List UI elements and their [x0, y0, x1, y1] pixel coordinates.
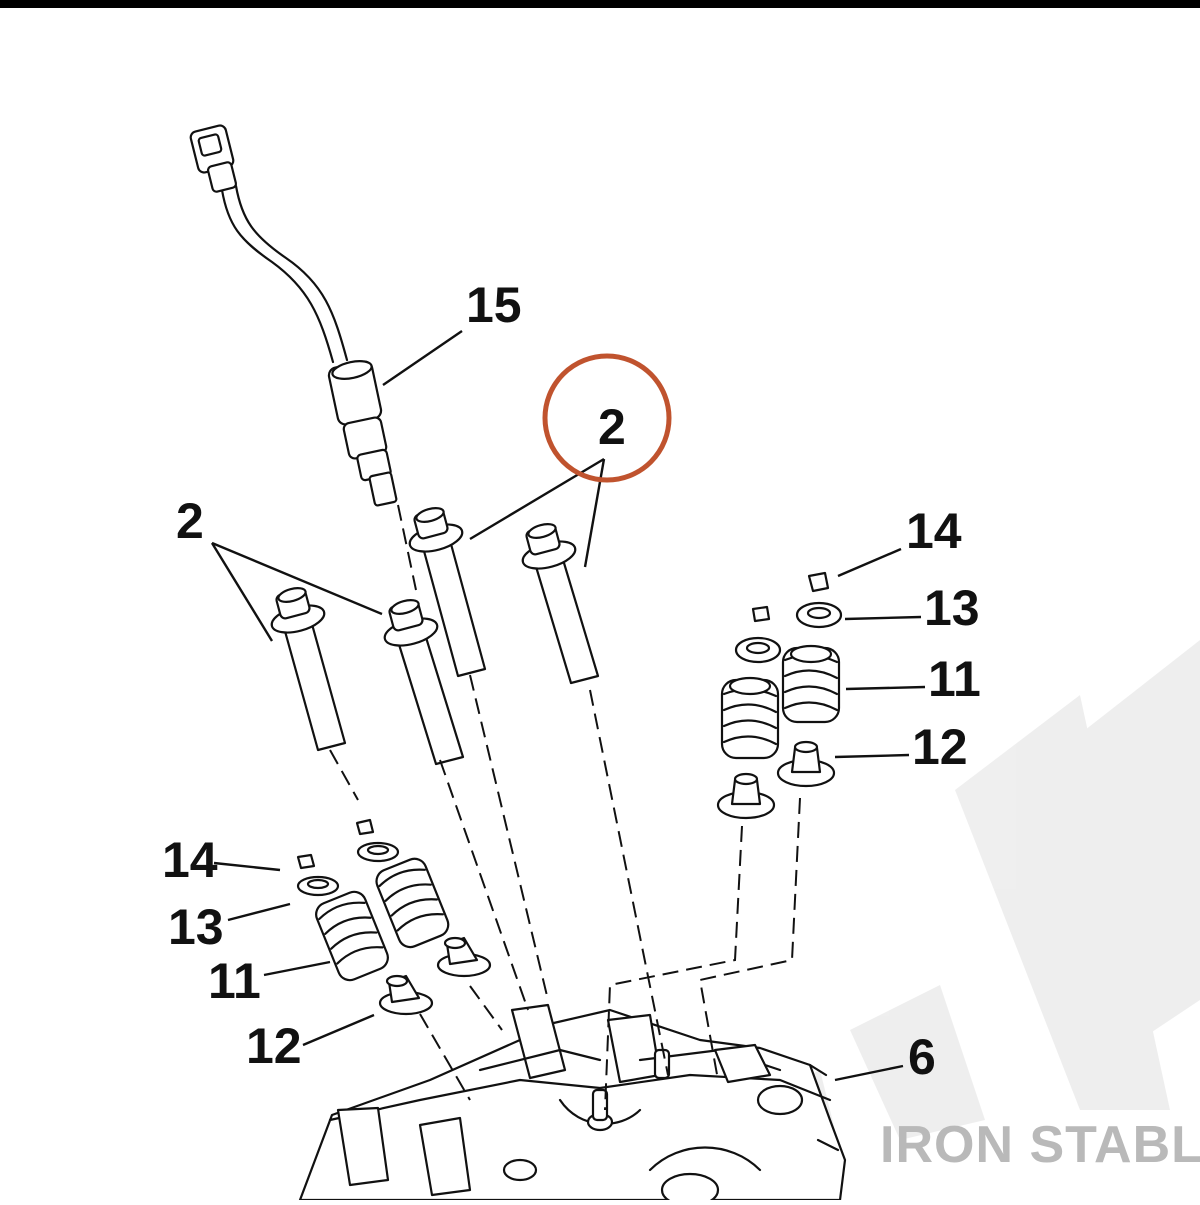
- highlight-circle: [542, 353, 672, 483]
- left-valve-retainer-a: [296, 875, 340, 897]
- callout-6: 6: [908, 1029, 936, 1085]
- right-valve-retainer-b: [734, 636, 782, 664]
- watermark-brand-text: IRON STABLE: [880, 1116, 1200, 1174]
- right-valve-spring-a: [781, 644, 841, 724]
- top-border: [0, 0, 1200, 8]
- right-valve-seal-b: [716, 772, 776, 820]
- head-bolt-4: [383, 599, 465, 766]
- right-valve-spring-b: [720, 676, 780, 760]
- left-valve-spring-a: [315, 890, 389, 982]
- callout-11-left: 11: [208, 953, 261, 1009]
- head-bolt-2: [521, 523, 600, 685]
- callout-13-right: 13: [924, 580, 980, 636]
- callout-14-left: 14: [162, 832, 218, 888]
- left-valve-keeper-a: [296, 853, 316, 870]
- right-valve-keeper-a: [807, 571, 830, 593]
- right-valve-retainer-a: [795, 601, 843, 629]
- head-bolt-3: [270, 587, 347, 752]
- left-valve-seal-a: [378, 974, 434, 1016]
- head-bolt-1: [408, 507, 487, 678]
- callout-12-left: 12: [246, 1018, 302, 1074]
- callout-15: 15: [466, 277, 522, 333]
- assembly-center-lines: [329, 504, 801, 1111]
- left-valve-retainer-b: [356, 841, 400, 863]
- left-valve-seal-b: [436, 936, 492, 978]
- callout-2-left: 2: [176, 493, 204, 549]
- right-valve-keeper-b: [751, 605, 771, 623]
- callout-2-circled: 2: [598, 399, 626, 455]
- callout-11-right: 11: [928, 651, 981, 707]
- left-valve-keeper-b: [355, 818, 375, 836]
- sensor-with-cable: [189, 124, 398, 507]
- cylinder-head: [298, 1003, 847, 1205]
- left-valve-spring-b: [375, 857, 450, 949]
- callout-14-right: 14: [906, 503, 962, 559]
- right-valve-seal-a: [776, 740, 836, 788]
- callout-12-right: 12: [912, 719, 968, 775]
- callout-13-left: 13: [168, 899, 224, 955]
